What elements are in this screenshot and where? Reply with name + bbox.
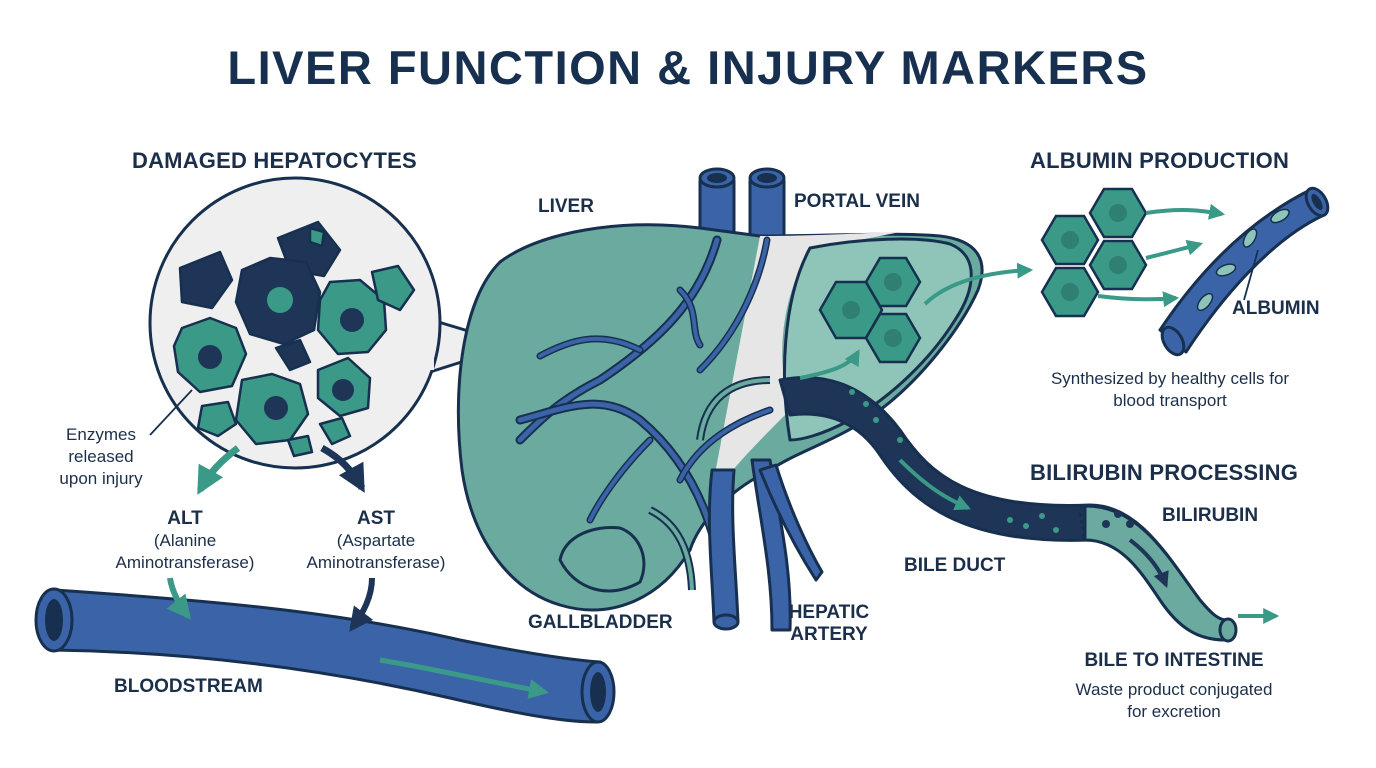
alt-abbr: ALT — [167, 508, 203, 529]
hepatic-artery — [707, 458, 824, 632]
enzymes-note-line: Enzymes — [66, 425, 136, 444]
bilirubin-description-line: for excretion — [1127, 702, 1221, 721]
enzymes-note-line: upon injury — [59, 469, 143, 488]
bilirubin-label: BILIRUBIN — [1162, 505, 1259, 526]
portal-vein-label: PORTAL VEIN — [794, 191, 920, 212]
liver-label: LIVER — [538, 196, 594, 217]
ast-name-line: (Aspartate — [336, 531, 416, 550]
hepatic-artery-label: HEPATIC ARTERY — [770, 602, 888, 646]
hepatic-artery-label-line: ARTERY — [790, 624, 868, 645]
albumin-description: Synthesized by healthy cells for blood t… — [1010, 368, 1330, 412]
albumin-production-heading: ALBUMIN PRODUCTION — [1030, 148, 1290, 173]
albumin-description-line: blood transport — [1113, 391, 1227, 410]
ast-label: AST (Aspartate Aminotransferase) — [290, 508, 462, 574]
damaged-hepatocytes-heading: DAMAGED HEPATOCYTES — [132, 148, 417, 173]
bile-to-intestine-heading: BILE TO INTESTINE — [1084, 650, 1264, 671]
enzymes-note-line: released — [68, 447, 134, 466]
alt-name-line: (Alanine — [153, 531, 217, 550]
bile-duct — [778, 375, 1280, 643]
liver-hepatocytes — [818, 256, 922, 364]
hepatic-artery-label-line: HEPATIC — [788, 602, 870, 623]
ast-abbr: AST — [357, 508, 395, 529]
albumin-label: ALBUMIN — [1232, 298, 1320, 319]
albumin-hepatocytes — [1040, 187, 1148, 318]
bloodstream-vessel — [34, 587, 616, 724]
page-title: LIVER FUNCTION & INJURY MARKERS — [227, 41, 1149, 94]
enzymes-note: Enzymes released upon injury — [36, 424, 166, 490]
bloodstream-label: BLOODSTREAM — [114, 676, 263, 697]
bile-duct-label: BILE DUCT — [904, 555, 1006, 576]
bilirubin-description: Waste product conjugated for excretion — [1040, 679, 1308, 723]
alt-label: ALT (Alanine Aminotransferase) — [90, 508, 280, 574]
albumin-vessel — [1158, 186, 1330, 357]
ast-name-line: Aminotransferase) — [306, 553, 446, 572]
bilirubin-description-line: Waste product conjugated — [1075, 680, 1273, 699]
alt-name-line: Aminotransferase) — [115, 553, 255, 572]
gallbladder-label: GALLBLADDER — [528, 612, 673, 633]
damaged-cells — [172, 220, 416, 458]
albumin-description-line: Synthesized by healthy cells for — [1050, 369, 1290, 388]
bilirubin-processing-heading: BILIRUBIN PROCESSING — [1030, 460, 1299, 485]
